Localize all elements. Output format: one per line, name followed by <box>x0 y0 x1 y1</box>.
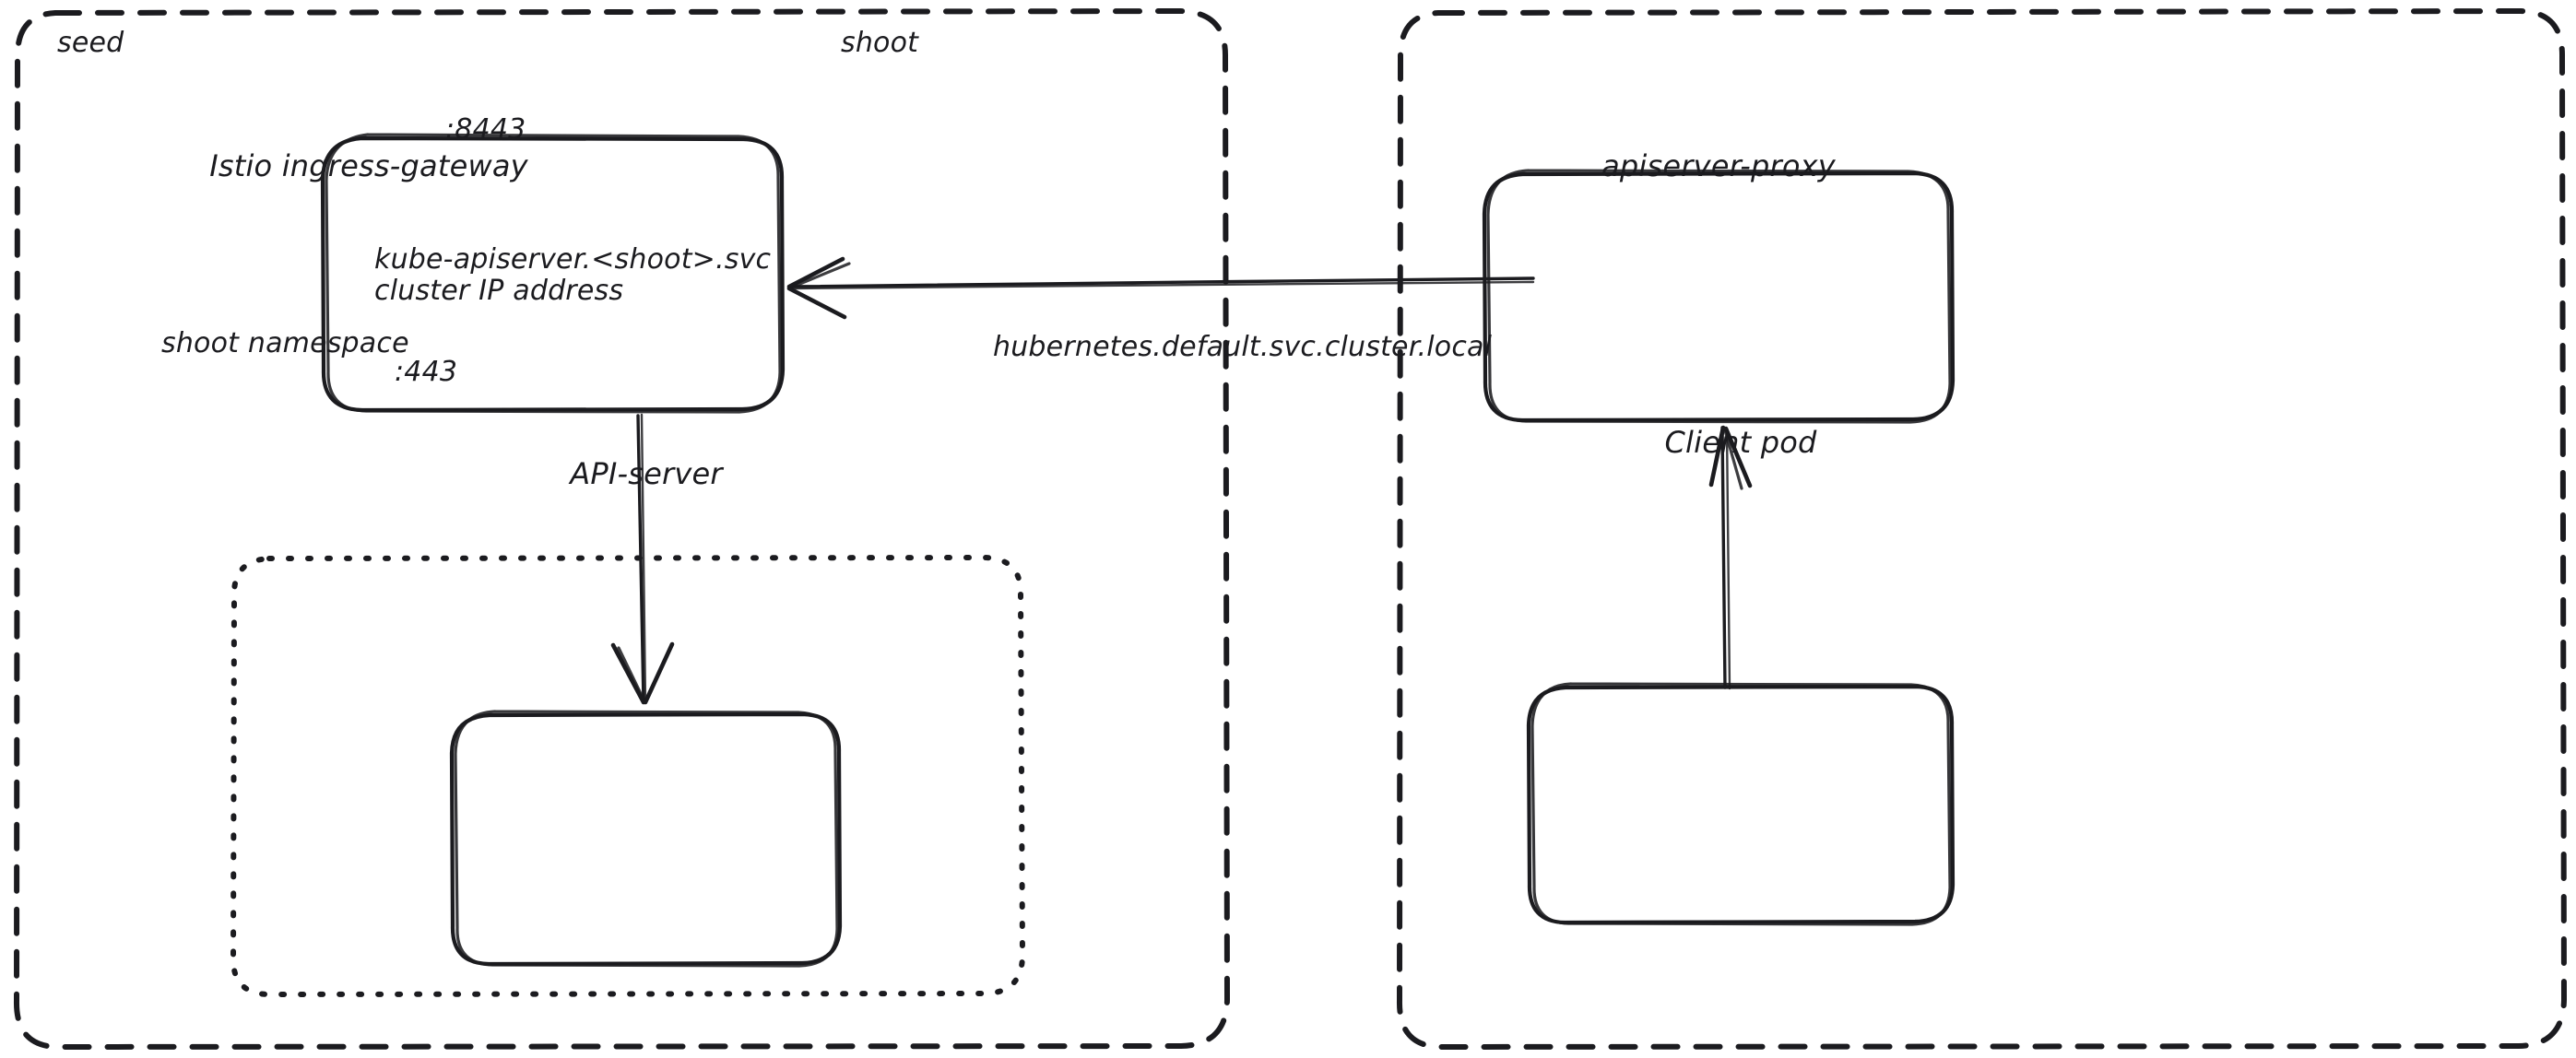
group-shoot-namespace-border <box>230 555 1025 997</box>
node-label-api-server[interactable]: API-server <box>570 456 723 491</box>
edge-proxy-to-gateway <box>786 256 1535 320</box>
edge-label-kube-apiserver-svc-line2: cluster IP address <box>374 275 624 307</box>
edge-label-443: :443 <box>395 356 458 388</box>
group-seed-border <box>13 8 1230 1050</box>
edge-label-kubernetes-default-svc: hubernetes.default.svc.cluster.local <box>993 331 1493 363</box>
group-label-shoot: shoot <box>841 27 919 59</box>
node-label-istio-ingress-gateway[interactable]: Istio ingress-gateway <box>209 148 528 183</box>
edge-label-kube-apiserver-svc-line1: kube-apiserver.<shoot>.svc <box>374 243 772 276</box>
node-label-client-pod[interactable]: Client pod <box>1664 425 1817 460</box>
edge-client-to-proxy <box>1708 425 1753 690</box>
group-label-seed: seed <box>57 27 124 59</box>
node-apiserver-proxy-shape <box>1482 169 1956 424</box>
edge-label-8443: :8443 <box>445 113 526 146</box>
node-api-server-shape <box>449 710 843 968</box>
edge-gateway-to-apiserver <box>610 413 675 705</box>
group-shoot-border <box>1396 8 2567 1050</box>
group-label-shoot-namespace: shoot namespace <box>161 327 409 359</box>
node-label-apiserver-proxy[interactable]: apiserver-proxy <box>1601 148 1836 183</box>
node-istio-ingress-gateway-shape <box>320 133 786 414</box>
node-client-pod-shape <box>1526 682 1956 926</box>
